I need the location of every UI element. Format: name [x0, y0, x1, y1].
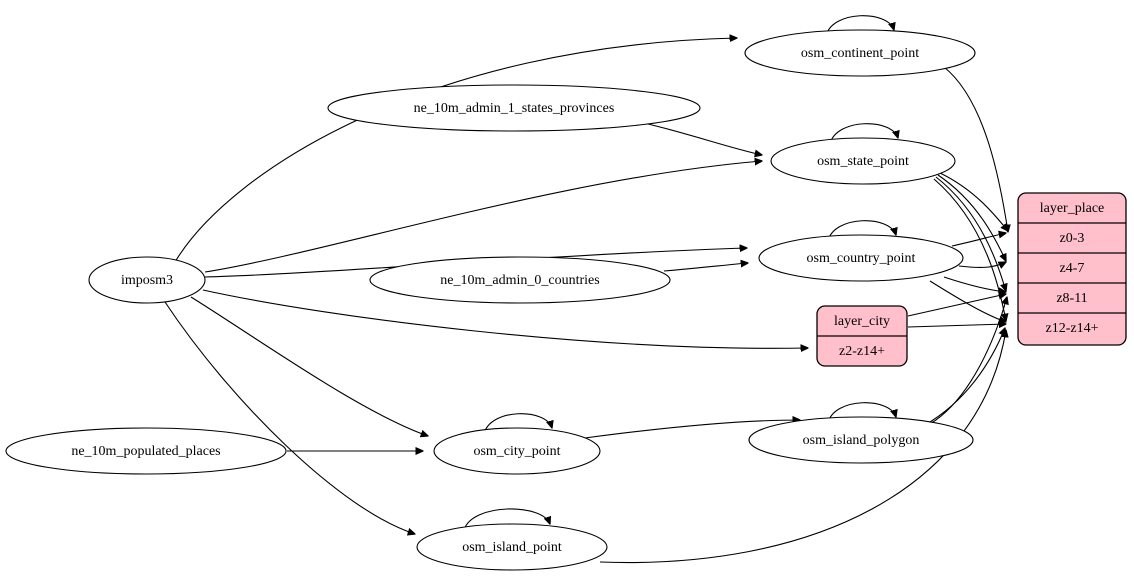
- selfloop-osm_state_point: [829, 123, 898, 145]
- edge-osm_country_point-to-layer_place-z4-7: [958, 262, 1006, 267]
- table-layer_place-row-z0-3[interactable]: z0-3: [1060, 231, 1085, 246]
- node-osm_country_point-label: osm_country_point: [807, 251, 916, 266]
- edges-layer: [164, 15, 1008, 564]
- node-osm_island_polygon[interactable]: osm_island_polygon: [748, 416, 974, 464]
- edge-osm_state_point-to-layer_place-z4-7: [937, 174, 1006, 261]
- table-layer_place-row-z4-7[interactable]: z4-7: [1060, 261, 1085, 276]
- selfloop-osm_city_point: [483, 413, 552, 435]
- node-osm_city_point[interactable]: osm_city_point: [433, 427, 601, 475]
- node-osm_island_point-label: osm_island_point: [462, 540, 562, 555]
- node-imposm3[interactable]: imposm3: [88, 256, 206, 304]
- selfloop-osm_island_polygon: [827, 402, 896, 424]
- edge-imposm3-to-osm_island_point: [164, 301, 415, 534]
- edge-osm_island_polygon-to-layer_place-z12-z14+: [924, 328, 1005, 426]
- node-osm_continent_point-label: osm_continent_point: [801, 46, 919, 61]
- table-layer_city[interactable]: layer_city z2-z14+: [816, 305, 908, 367]
- edge-osm_city_point-to-osm_island_polygon: [584, 420, 800, 439]
- node-osm_city_point-label: osm_city_point: [473, 444, 560, 459]
- edge-layer_city-to-layer_place-z8-11: [907, 294, 1006, 317]
- node-ne_10m_admin_0_countries-label: ne_10m_admin_0_countries: [440, 273, 599, 288]
- table-layer_place-row-z8-11[interactable]: z8-11: [1056, 291, 1087, 306]
- node-ne_10m_admin_1_states_provinces-label: ne_10m_admin_1_states_provinces: [414, 101, 615, 116]
- edge-osm_island_polygon-to-layer_place-z8-11: [929, 297, 1007, 425]
- node-osm_island_point[interactable]: osm_island_point: [416, 523, 608, 571]
- selfloop-osm_country_point: [827, 220, 896, 242]
- node-ne_10m_admin_0_countries[interactable]: ne_10m_admin_0_countries: [369, 256, 671, 304]
- edge-osm_country_point-to-layer_place-z12-z14+: [929, 280, 1006, 322]
- edge-imposm3-to-osm_state_point: [204, 161, 762, 273]
- selfloop-osm_island_point: [463, 508, 550, 531]
- edge-imposm3-to-osm_city_point: [190, 296, 428, 436]
- table-layer_place-background: [1017, 192, 1127, 346]
- edge-osm_country_point-to-layer_place-z0-3: [951, 233, 1006, 247]
- edge-layer_city-to-layer_place-z12-z14+: [907, 324, 1006, 327]
- table-layer_city-title: layer_city: [834, 314, 890, 329]
- node-imposm3-label: imposm3: [121, 273, 173, 288]
- edge-ne_states_provinces-to-osm_state_point: [647, 123, 762, 155]
- edge-imposm3-to-osm_continent_point: [174, 38, 737, 263]
- edge-osm_country_point-to-layer_place-z8-11: [943, 276, 1006, 292]
- node-osm_state_point-label: osm_state_point: [817, 154, 909, 169]
- nodes-layer: imposm3 ne_10m_admin_1_states_provinces …: [5, 29, 976, 571]
- table-layer_place-row-z12-z14plus[interactable]: z12-z14+: [1046, 321, 1099, 336]
- edge-osm_state_point-to-layer_place-z0-3: [939, 172, 1008, 231]
- table-layer_place-title: layer_place: [1040, 201, 1105, 216]
- edge-imposm3-to-layer_city: [202, 289, 808, 348]
- edge-osm_state_point-to-layer_place-z8-11: [935, 176, 1006, 291]
- node-osm_state_point[interactable]: osm_state_point: [770, 137, 956, 185]
- node-ne_10m_admin_1_states_provinces[interactable]: ne_10m_admin_1_states_provinces: [327, 84, 701, 132]
- edge-osm_continent_point-to-layer_place-z0-3: [943, 66, 1008, 232]
- table-layer_city-row-z2-z14plus[interactable]: z2-z14+: [839, 344, 885, 359]
- node-osm_continent_point[interactable]: osm_continent_point: [744, 29, 976, 77]
- edge-osm_island_point-to-layer_place-z12-z14+: [599, 330, 1006, 564]
- node-ne_10m_populated_places[interactable]: ne_10m_populated_places: [5, 427, 287, 475]
- node-osm_country_point[interactable]: osm_country_point: [758, 234, 964, 282]
- selfloop-osm_continent_point: [825, 15, 894, 37]
- table-layer_place[interactable]: layer_place z0-3 z4-7 z8-11 z12-z14+: [1017, 192, 1127, 346]
- edge-ne_countries-to-osm_country_point: [663, 263, 748, 272]
- tables-layer: layer_place z0-3 z4-7 z8-11 z12-z14+ lay…: [816, 192, 1127, 367]
- node-osm_island_polygon-label: osm_island_polygon: [803, 433, 920, 448]
- node-ne_10m_populated_places-label: ne_10m_populated_places: [71, 444, 220, 459]
